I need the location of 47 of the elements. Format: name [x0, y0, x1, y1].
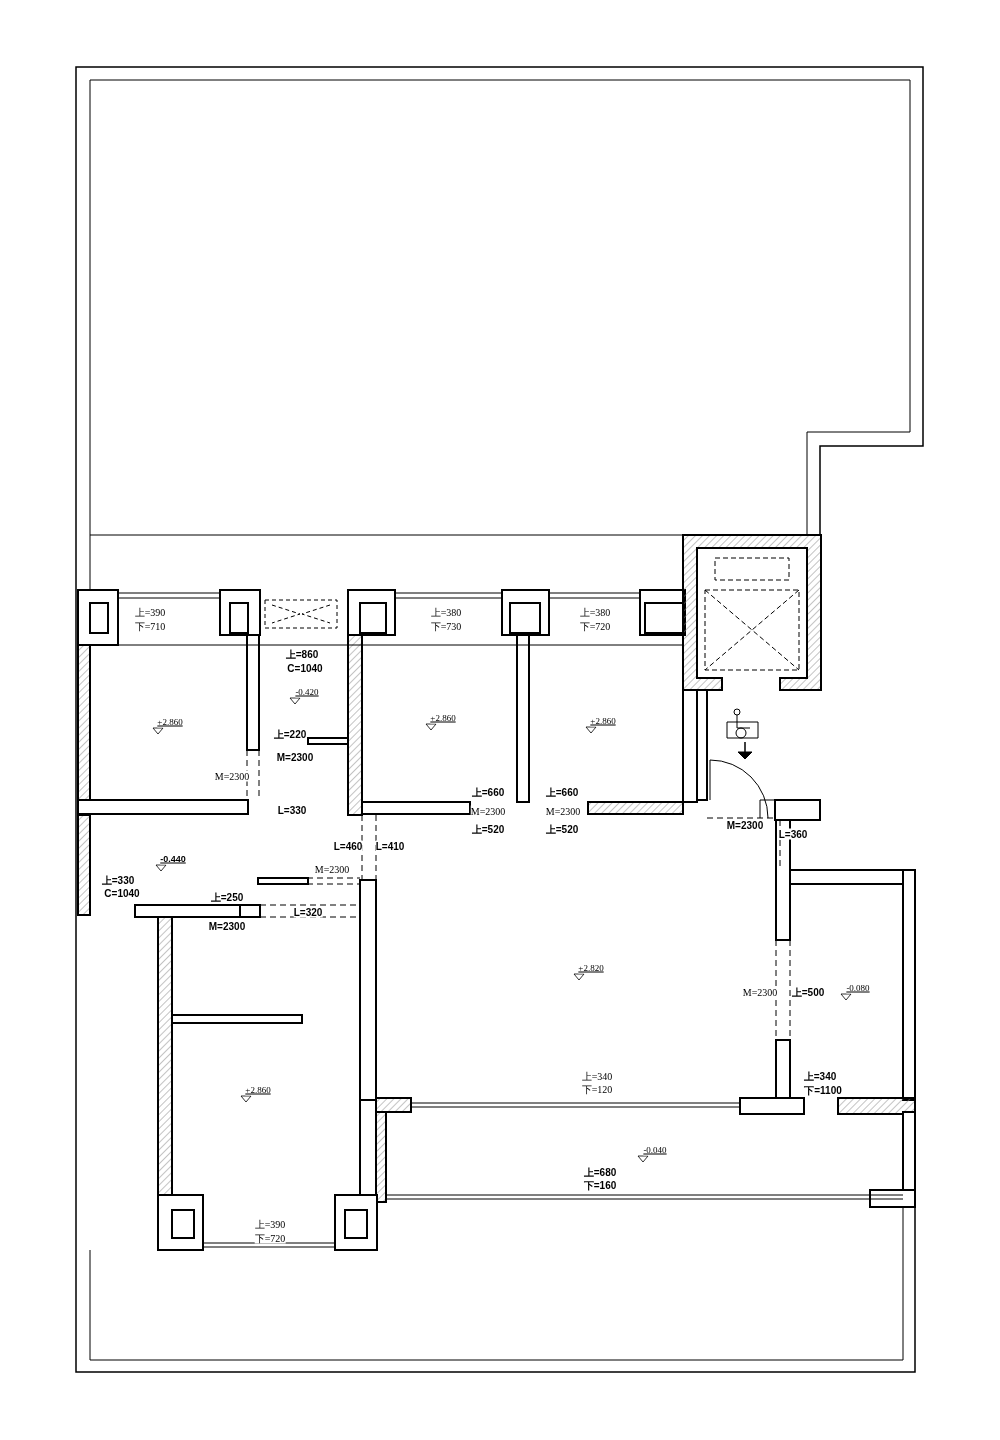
dimension-label: 上=860 [285, 648, 319, 660]
dimension-label: 上=340 [803, 1070, 837, 1082]
dimension-label: 下=1100 [804, 1084, 842, 1096]
elevation-label: -0.040 [643, 1144, 667, 1156]
dimension-label: 上=380 [430, 606, 462, 618]
dimension-label: 下=730 [430, 620, 462, 632]
dimension-label: 上=660 [545, 786, 579, 798]
dimension-label: L=460 [333, 840, 363, 852]
dimension-label: 下=120 [581, 1083, 613, 1095]
elevation-label: -0.080 [846, 982, 870, 994]
dimension-label: M=2300 [208, 920, 246, 932]
dimension-label: L=410 [375, 840, 405, 852]
dimension-label: M=2300 [545, 805, 581, 817]
dimension-label: 上=380 [579, 606, 611, 618]
dimension-label: 上=220 [273, 728, 307, 740]
dimension-label: 上=660 [471, 786, 505, 798]
elevation-label: -0.440 [160, 853, 186, 865]
dimension-label: 上=390 [134, 606, 166, 618]
dimension-label: M=2300 [214, 770, 250, 782]
dimension-label: 上=500 [791, 986, 825, 998]
dimension-label: 上=390 [254, 1218, 286, 1230]
elevation-label: -0.420 [295, 686, 319, 698]
dimension-label: L=360 [778, 828, 808, 840]
dimension-label: L=330 [277, 804, 307, 816]
elevation-label: +2.860 [590, 715, 616, 727]
elevation-label: +2.820 [578, 962, 604, 974]
dimension-label: 下=720 [579, 620, 611, 632]
dimension-label: M=2300 [470, 805, 506, 817]
dimension-label: M=2300 [726, 819, 764, 831]
dimension-label: M=2300 [742, 986, 778, 998]
dimension-label: 上=520 [471, 823, 505, 835]
dimension-label: 下=160 [583, 1179, 617, 1191]
dimension-label: C=1040 [104, 887, 140, 899]
dimension-label: 上=330 [101, 874, 135, 886]
elevation-label: +2.860 [157, 716, 183, 728]
dimension-label: 上=520 [545, 823, 579, 835]
dimension-label: M=2300 [314, 863, 350, 875]
dimension-label: 上=250 [210, 891, 244, 903]
dimension-label: 下=710 [134, 620, 166, 632]
dimension-label: C=1040 [287, 662, 323, 674]
dimension-label: 下=720 [254, 1232, 286, 1244]
dimension-label: L=320 [293, 906, 323, 918]
elevation-label: +2.860 [245, 1084, 271, 1096]
elevation-label: +2.860 [430, 712, 456, 724]
dimension-label: M=2300 [276, 751, 314, 763]
dimension-label: 上=680 [583, 1166, 617, 1178]
dimension-label: 上=340 [581, 1070, 613, 1082]
